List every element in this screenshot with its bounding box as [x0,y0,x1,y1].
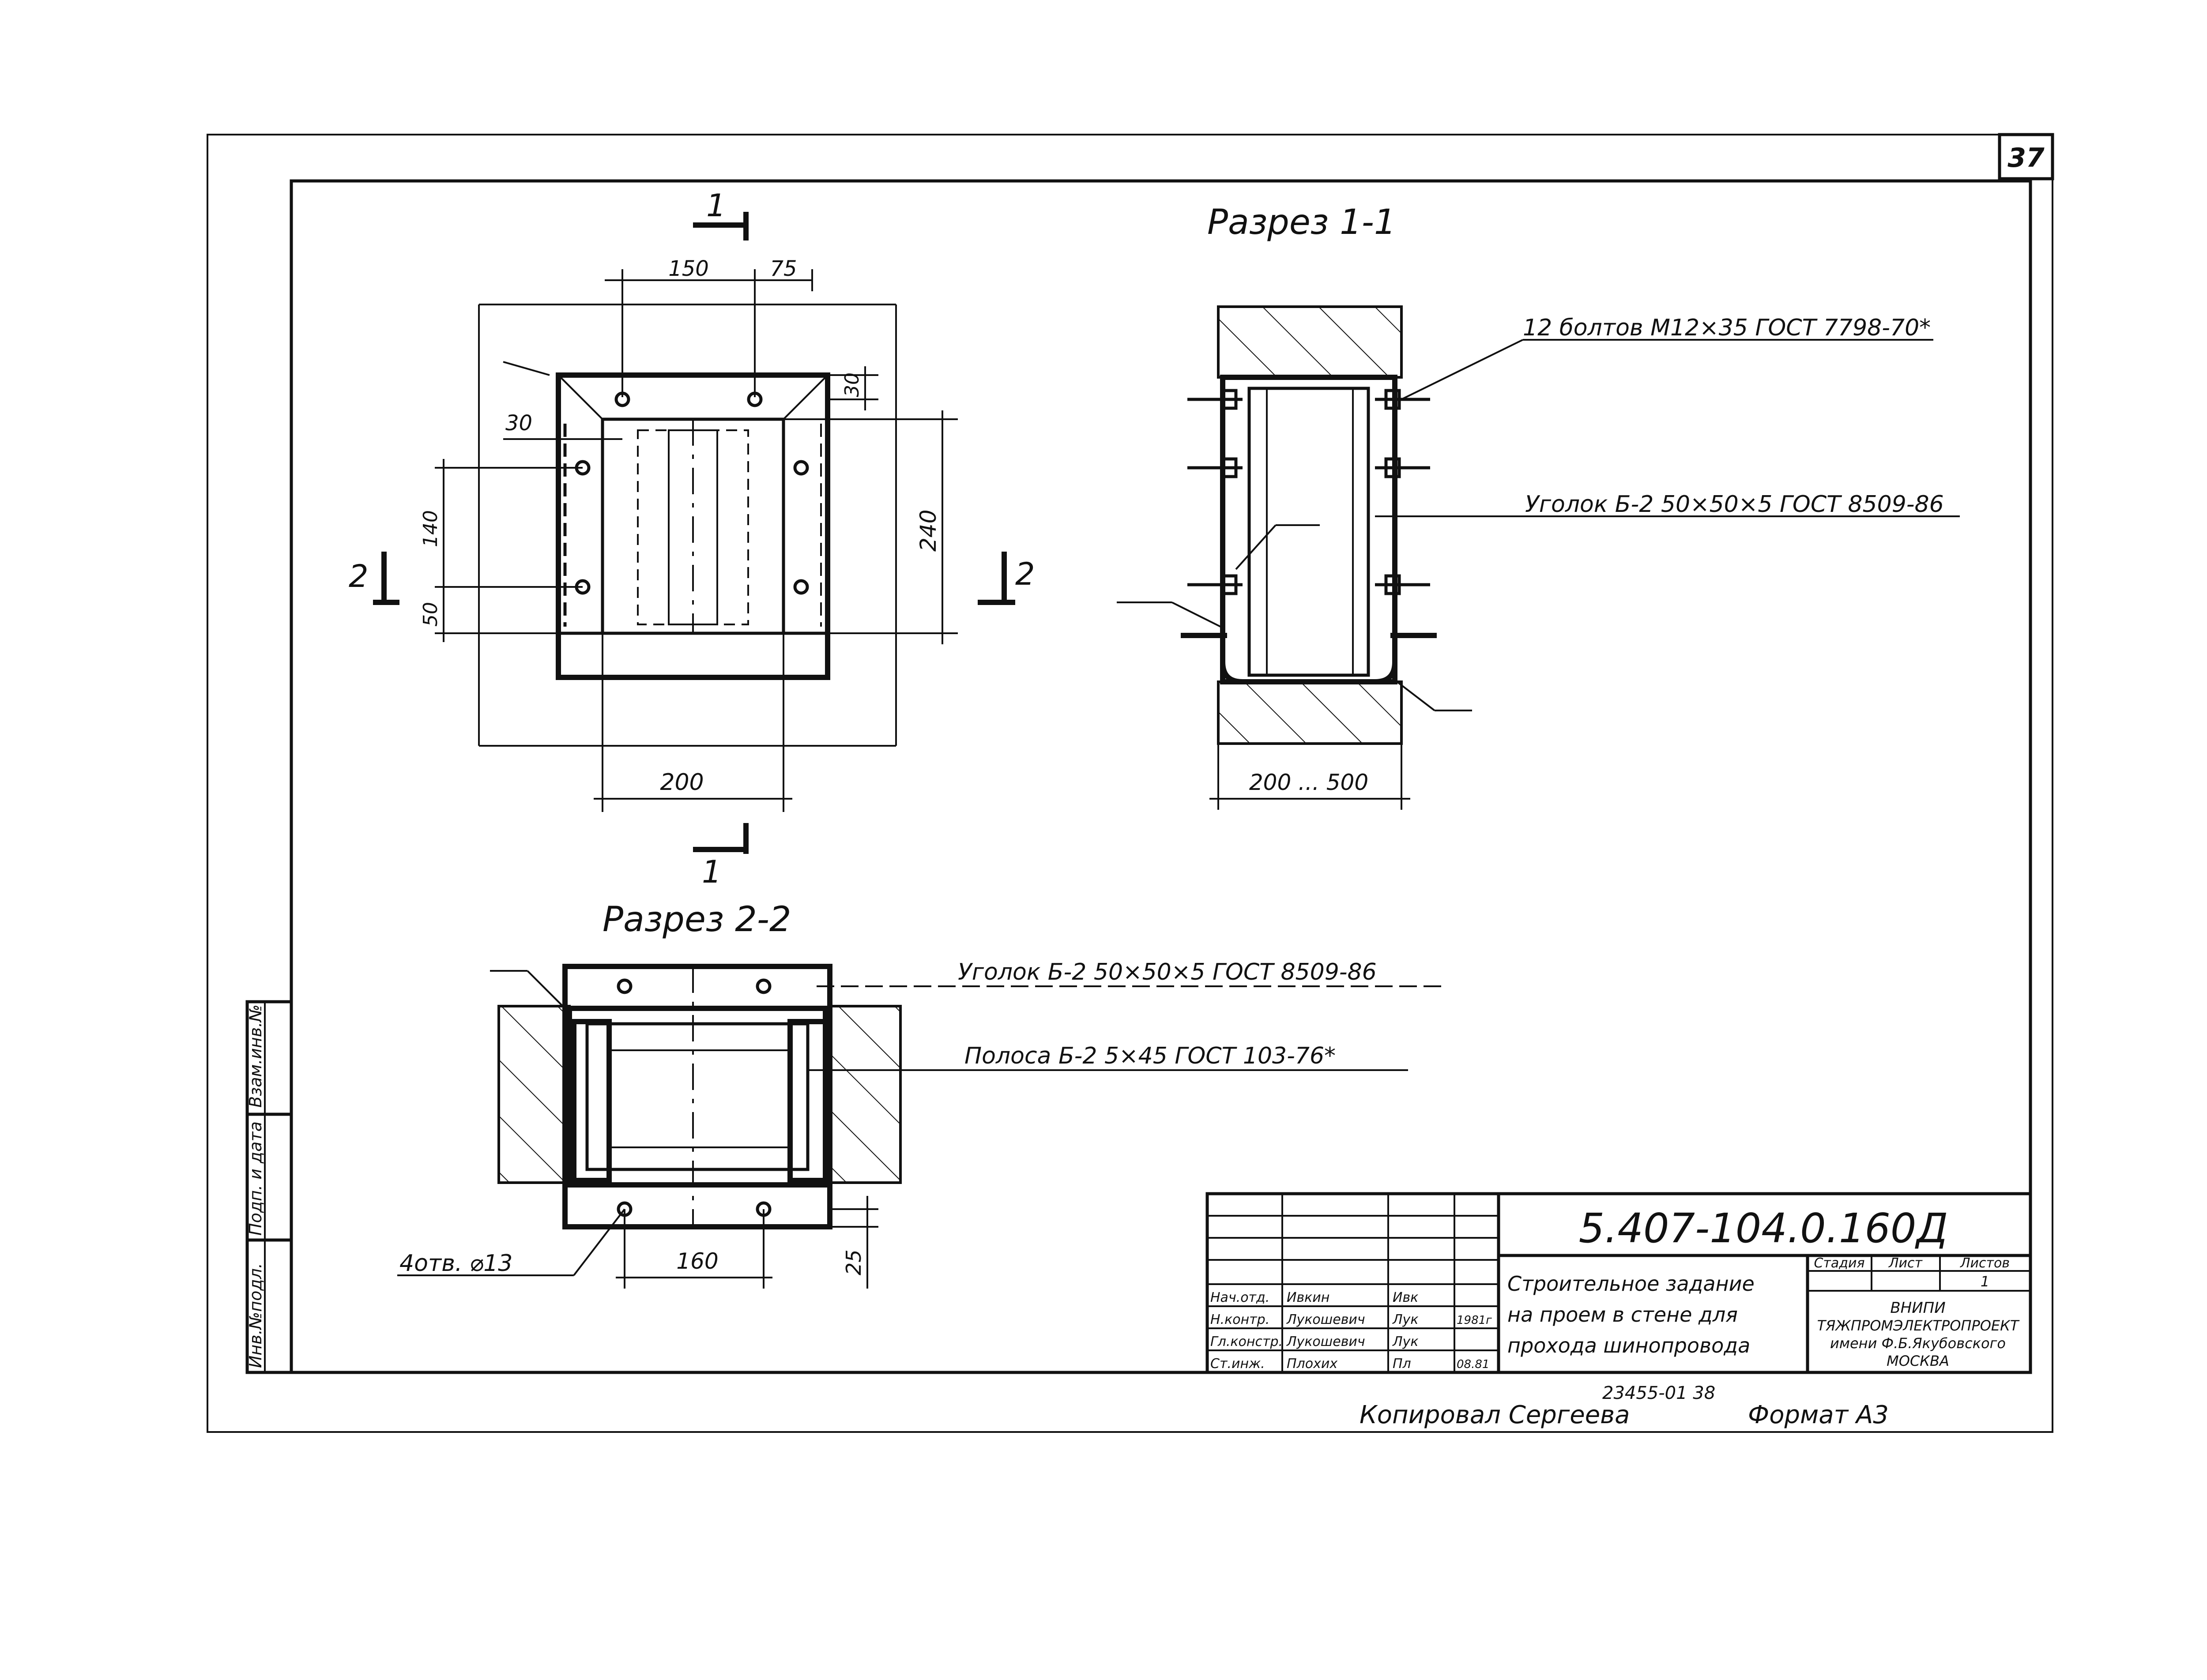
plan-view: 1 1 2 2 [349,188,1035,890]
title-sheet-header: Лист [1888,1255,1923,1271]
title-org-line-1: ВНИПИ [1890,1299,1945,1317]
sig-3-date: 08.81 [1457,1358,1489,1371]
title-doc-code: 5.407-104.0.160Д [1579,1205,1948,1252]
sig-0-role: Нач.отд. [1210,1290,1269,1305]
title-line-2: на проем в стене для [1507,1303,1738,1327]
strip-sign-date: Подп. и дата [246,1121,265,1236]
section-2-2-label-angle: Уголок Б-2 50×50×5 ГОСТ 8509-86 [958,959,1377,985]
plan-dim-30-right: 30 [841,372,863,397]
inner-frame [290,179,2032,1374]
section-1-1-title: Разрез 1-1 [1207,203,1396,242]
plan-dim-30-left: 30 [505,411,532,436]
section-1-1: Разрез 1-1 12 болтов М [1117,203,1960,810]
sig-0-name: Ивкин [1287,1290,1329,1305]
title-org-line-2: ТЯЖПРОМЭЛЕКТРОПРОЕКТ [1817,1317,2020,1334]
title-org-line-3: имени Ф.Б.Якубовского [1830,1335,2006,1352]
page-number-box [1998,133,2054,180]
outer-frame [207,134,2053,1433]
section-1-1-dim-width: 200 ... 500 [1249,770,1368,795]
plan-dim-150: 150 [668,256,709,281]
plan-outer-frame [556,372,830,680]
sig-2-name: Лукошевич [1286,1334,1365,1349]
sig-3-role: Ст.инж. [1210,1356,1265,1372]
sig-1-date: 1981г [1457,1314,1492,1327]
plan-dim-240: 240 [915,510,941,552]
sig-1-sign: Лук [1392,1312,1418,1327]
section-1-1-label-angle: Уголок Б-2 50×50×5 ГОСТ 8509-86 [1525,491,1944,518]
section-1-1-label-bolts: 12 болтов М12×35 ГОСТ 7798-70* [1523,315,1931,341]
title-sheets-header: Листов [1960,1255,2010,1271]
page-number: 37 [2007,143,2045,173]
title-block: 5.407-104.0.160Д Строительное задание на… [1205,1192,2032,1374]
sig-2-sign: Лук [1392,1334,1418,1349]
section-2-2-title: Разрез 2-2 [603,900,791,940]
section-2-2-dim-25: 25 [842,1249,866,1275]
title-line-1: Строительное задание [1507,1272,1755,1296]
plan-section-mark-left: 2 [349,558,369,594]
plan-dim-140: 140 [419,510,442,547]
plan-dim-75: 75 [770,256,797,281]
archive-number: 23455-01 38 [1602,1383,1715,1403]
sig-0-sign: Ивк [1393,1290,1418,1305]
section-2-2-label-strip: Полоса Б-2 5×45 ГОСТ 103-76* [964,1043,1336,1069]
title-stage-header: Стадия [1814,1255,1864,1271]
sheet-frame: 37 [207,133,2054,1433]
plan-dim-50: 50 [419,602,442,627]
sheet-format: Формат А3 [1748,1401,1889,1429]
sig-1-role: Н.контр. [1210,1312,1269,1327]
left-side-strip: Взам.инв.№ Подп. и дата Инв.№подл. [245,1000,293,1374]
section-2-2: Разрез 2-2 Уголок Б-2 50×50×5 ГОСТ 8509-… [397,900,1448,1289]
plan-section-mark-bottom: 1 [702,854,722,890]
section-1-1-bolts [1187,389,1430,595]
title-org-line-4: МОСКВА [1887,1353,1949,1369]
plan-dim-200: 200 [660,769,704,796]
section-2-2-label-holes: 4отв. ⌀13 [399,1250,512,1277]
strip-replace-inv: Взам.инв.№ [246,1004,265,1108]
plan-section-mark-right: 2 [1015,556,1035,592]
section-2-2-frame [562,964,832,1229]
section-2-2-dim-160: 160 [676,1248,718,1274]
copied-by: Копировал Сергеева [1360,1401,1630,1429]
sig-1-name: Лукошевич [1286,1312,1365,1327]
plan-bolt-holes [575,391,809,595]
sig-3-name: Плохих [1287,1356,1337,1372]
sig-2-role: Гл.констр. [1210,1334,1283,1349]
title-sheets-value: 1 [1981,1273,1989,1290]
strip-inv-no: Инв.№подл. [246,1263,265,1368]
title-line-3: прохода шинопровода [1507,1334,1750,1357]
plan-section-mark-top: 1 [706,188,726,224]
sig-3-sign: Пл [1393,1356,1411,1372]
